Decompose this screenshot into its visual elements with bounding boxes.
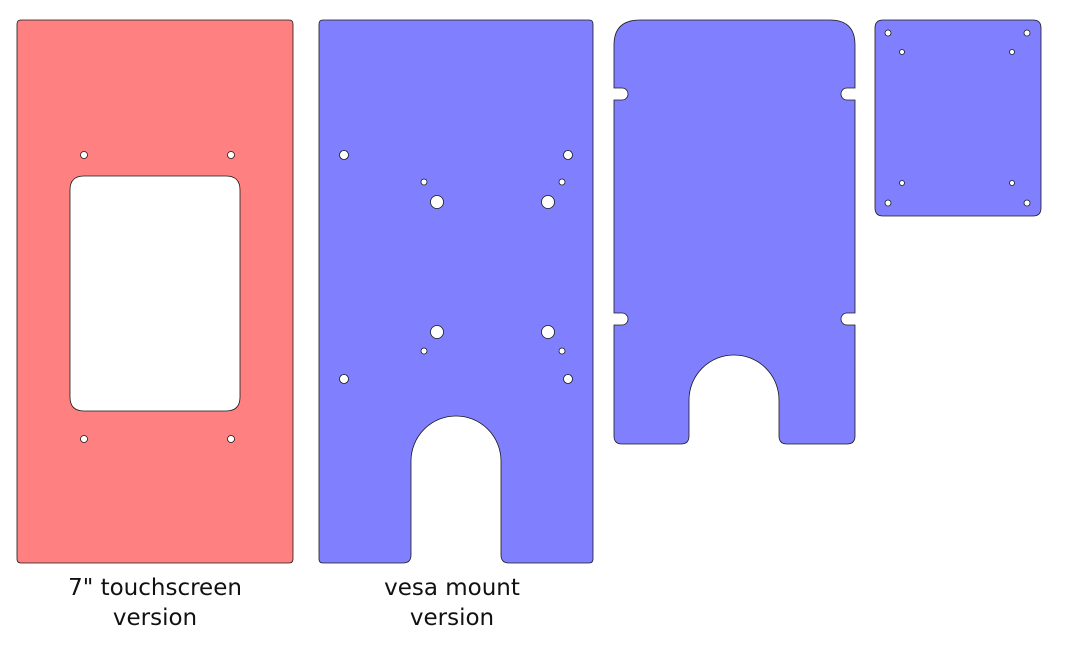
mount-hole [227,435,235,443]
touchscreen-panel-body [16,19,294,564]
corner-hole [1023,199,1031,207]
bolt-hole [430,325,444,339]
corner-hole [884,29,892,37]
corner-hole [884,199,892,207]
mount-hole [227,151,235,159]
vesa-version-caption: vesa mount version [384,575,520,631]
bolt-hole [541,325,555,339]
corner-hole [1023,29,1031,37]
vesa-hole [339,150,349,160]
vesa-panel-body [318,19,594,564]
screw-hole [558,347,566,355]
vesa-hole [563,374,573,384]
vesa-panel [318,19,594,564]
screw-hole [420,347,428,355]
mount-hole [80,151,88,159]
bolt-hole [430,195,444,209]
vesa-hole [339,374,349,384]
mount-hole [80,435,88,443]
vesa-hole [563,150,573,160]
screw-hole [420,178,428,186]
back-plate-body [874,19,1042,217]
screw-hole [558,178,566,186]
back-plate [874,19,1042,217]
screw-hole [899,49,905,55]
touchscreen-panel [16,19,294,564]
touchscreen-version-caption: 7" touchscreen version [68,575,242,631]
side-panel-body [613,19,856,445]
screw-hole [1009,180,1015,186]
bolt-hole [541,195,555,209]
screw-hole [1009,49,1015,55]
side-panel [613,19,856,445]
screw-hole [899,180,905,186]
